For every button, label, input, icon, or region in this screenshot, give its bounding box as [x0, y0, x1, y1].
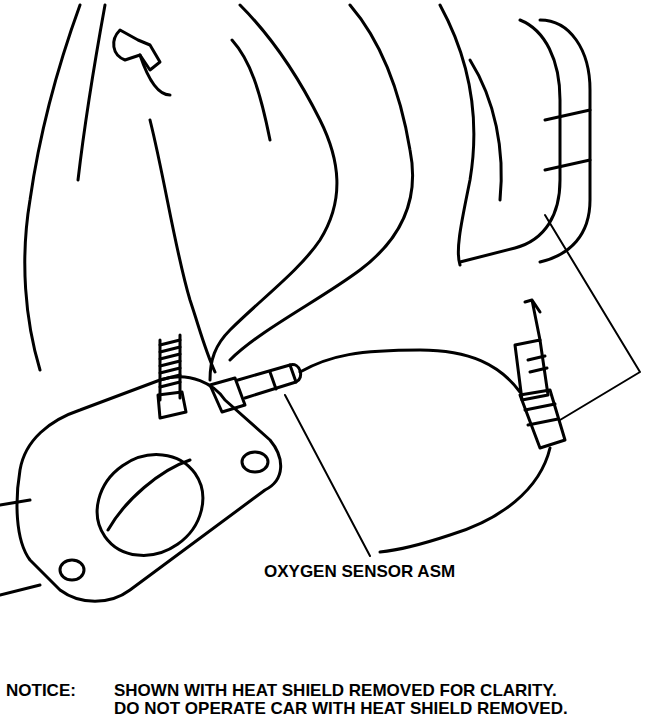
- stud-threads: [160, 340, 180, 387]
- threaded-stud: [160, 335, 180, 400]
- connector-wire: [525, 300, 540, 340]
- hose-clamp: [140, 55, 170, 95]
- sensor-body: [270, 372, 276, 389]
- connector-wire: [380, 448, 550, 552]
- body-panel: [440, 5, 474, 265]
- sensor-wire: [300, 350, 520, 392]
- leader-line: [285, 395, 370, 556]
- connector-detail: [525, 356, 558, 425]
- leader-line: [545, 215, 640, 420]
- flange-opening: [77, 434, 222, 576]
- exhaust-flange: [17, 377, 281, 601]
- part-label: OXYGEN SENSOR ASM: [262, 563, 457, 582]
- exhaust-manifold: [210, 5, 337, 380]
- engine-outline: [232, 40, 270, 140]
- sensor-body: [238, 365, 296, 398]
- engine-outline: [25, 5, 80, 370]
- notice-text: SHOWN WITH HEAT SHIELD REMOVED FOR CLARI…: [112, 682, 559, 701]
- hose-clamp: [114, 30, 160, 70]
- exhaust-pipe: [0, 500, 40, 595]
- notice-heading: NOTICE:: [4, 682, 78, 701]
- exhaust-manifold: [230, 5, 413, 360]
- bolt-hole: [242, 452, 268, 472]
- stud-nut: [158, 392, 186, 418]
- notice-text: DO NOT OPERATE CAR WITH HEAT SHIELD REMO…: [112, 700, 570, 719]
- flange-opening: [108, 460, 190, 530]
- sensor-hex: [210, 378, 245, 412]
- bolt-hole: [60, 560, 84, 580]
- engine-outline: [78, 5, 105, 180]
- body-panel: [460, 20, 560, 262]
- body-panel: [545, 110, 590, 170]
- body-panel: [470, 60, 501, 200]
- sensor-body: [290, 365, 301, 382]
- body-panel: [540, 20, 590, 262]
- engine-outline: [150, 120, 215, 372]
